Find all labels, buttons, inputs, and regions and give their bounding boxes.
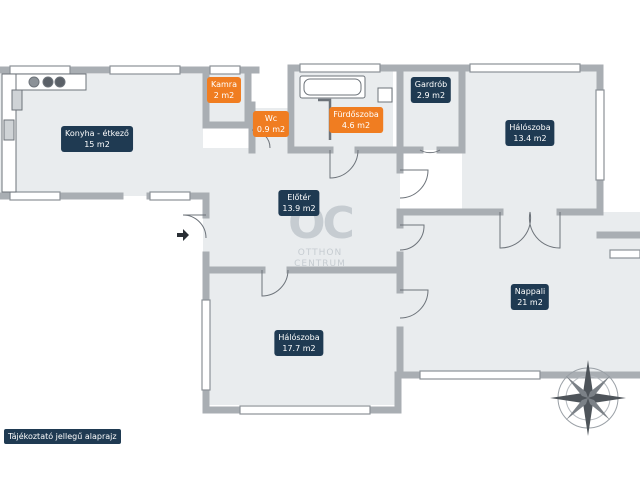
label-hall-name: Előtér — [287, 193, 311, 202]
label-pantry: Kamra 2 m2 — [207, 77, 241, 103]
label-pantry-area: 2 m2 — [213, 91, 235, 100]
label-kitchen: Konyha - étkező 15 m2 — [61, 126, 133, 152]
label-wardrobe-name: Gardrób — [414, 80, 448, 89]
label-bedroom-1: Hálószoba 13.4 m2 — [505, 120, 555, 146]
label-bedroom-1-area: 13.4 m2 — [513, 134, 547, 143]
label-bathroom: Fürdőszoba 4.6 m2 — [329, 107, 383, 133]
label-bedroom-1-name: Hálószoba — [509, 123, 551, 132]
label-bathroom-name: Fürdőszoba — [333, 110, 379, 119]
compass-rose-icon — [550, 360, 626, 436]
kitchen-fixtures — [1, 73, 87, 193]
watermark-line-2: CENTRUM — [294, 259, 346, 269]
entrance-arrow-icon — [177, 229, 189, 241]
label-living: Nappali 21 m2 — [510, 284, 550, 310]
label-bedroom-2-area: 17.7 m2 — [282, 344, 316, 353]
label-hall-area: 13.9 m2 — [282, 204, 316, 213]
label-wc-area: 0.9 m2 — [256, 125, 286, 134]
disclaimer-note: Tájékoztató jellegű alaprajz — [4, 429, 121, 444]
label-wc-name: Wc — [264, 114, 278, 123]
label-bedroom-2: Hálószoba 17.7 m2 — [274, 330, 324, 356]
label-kitchen-area: 15 m2 — [84, 140, 110, 149]
floor-areas — [0, 70, 640, 405]
label-kitchen-name: Konyha - étkező — [65, 129, 129, 138]
windows — [9, 63, 640, 415]
label-hall: Előtér 13.9 m2 — [278, 190, 320, 216]
label-wardrobe: Gardrób 2.9 m2 — [410, 77, 452, 103]
label-living-area: 21 m2 — [517, 298, 543, 307]
label-pantry-name: Kamra — [211, 80, 237, 89]
label-wardrobe-area: 2.9 m2 — [416, 91, 446, 100]
label-bedroom-2-name: Hálószoba — [278, 333, 320, 342]
watermark-line-1: OTTHON — [297, 248, 343, 258]
label-wc: Wc 0.9 m2 — [252, 111, 290, 137]
label-living-name: Nappali — [514, 287, 546, 296]
label-bathroom-area: 4.6 m2 — [341, 121, 371, 130]
